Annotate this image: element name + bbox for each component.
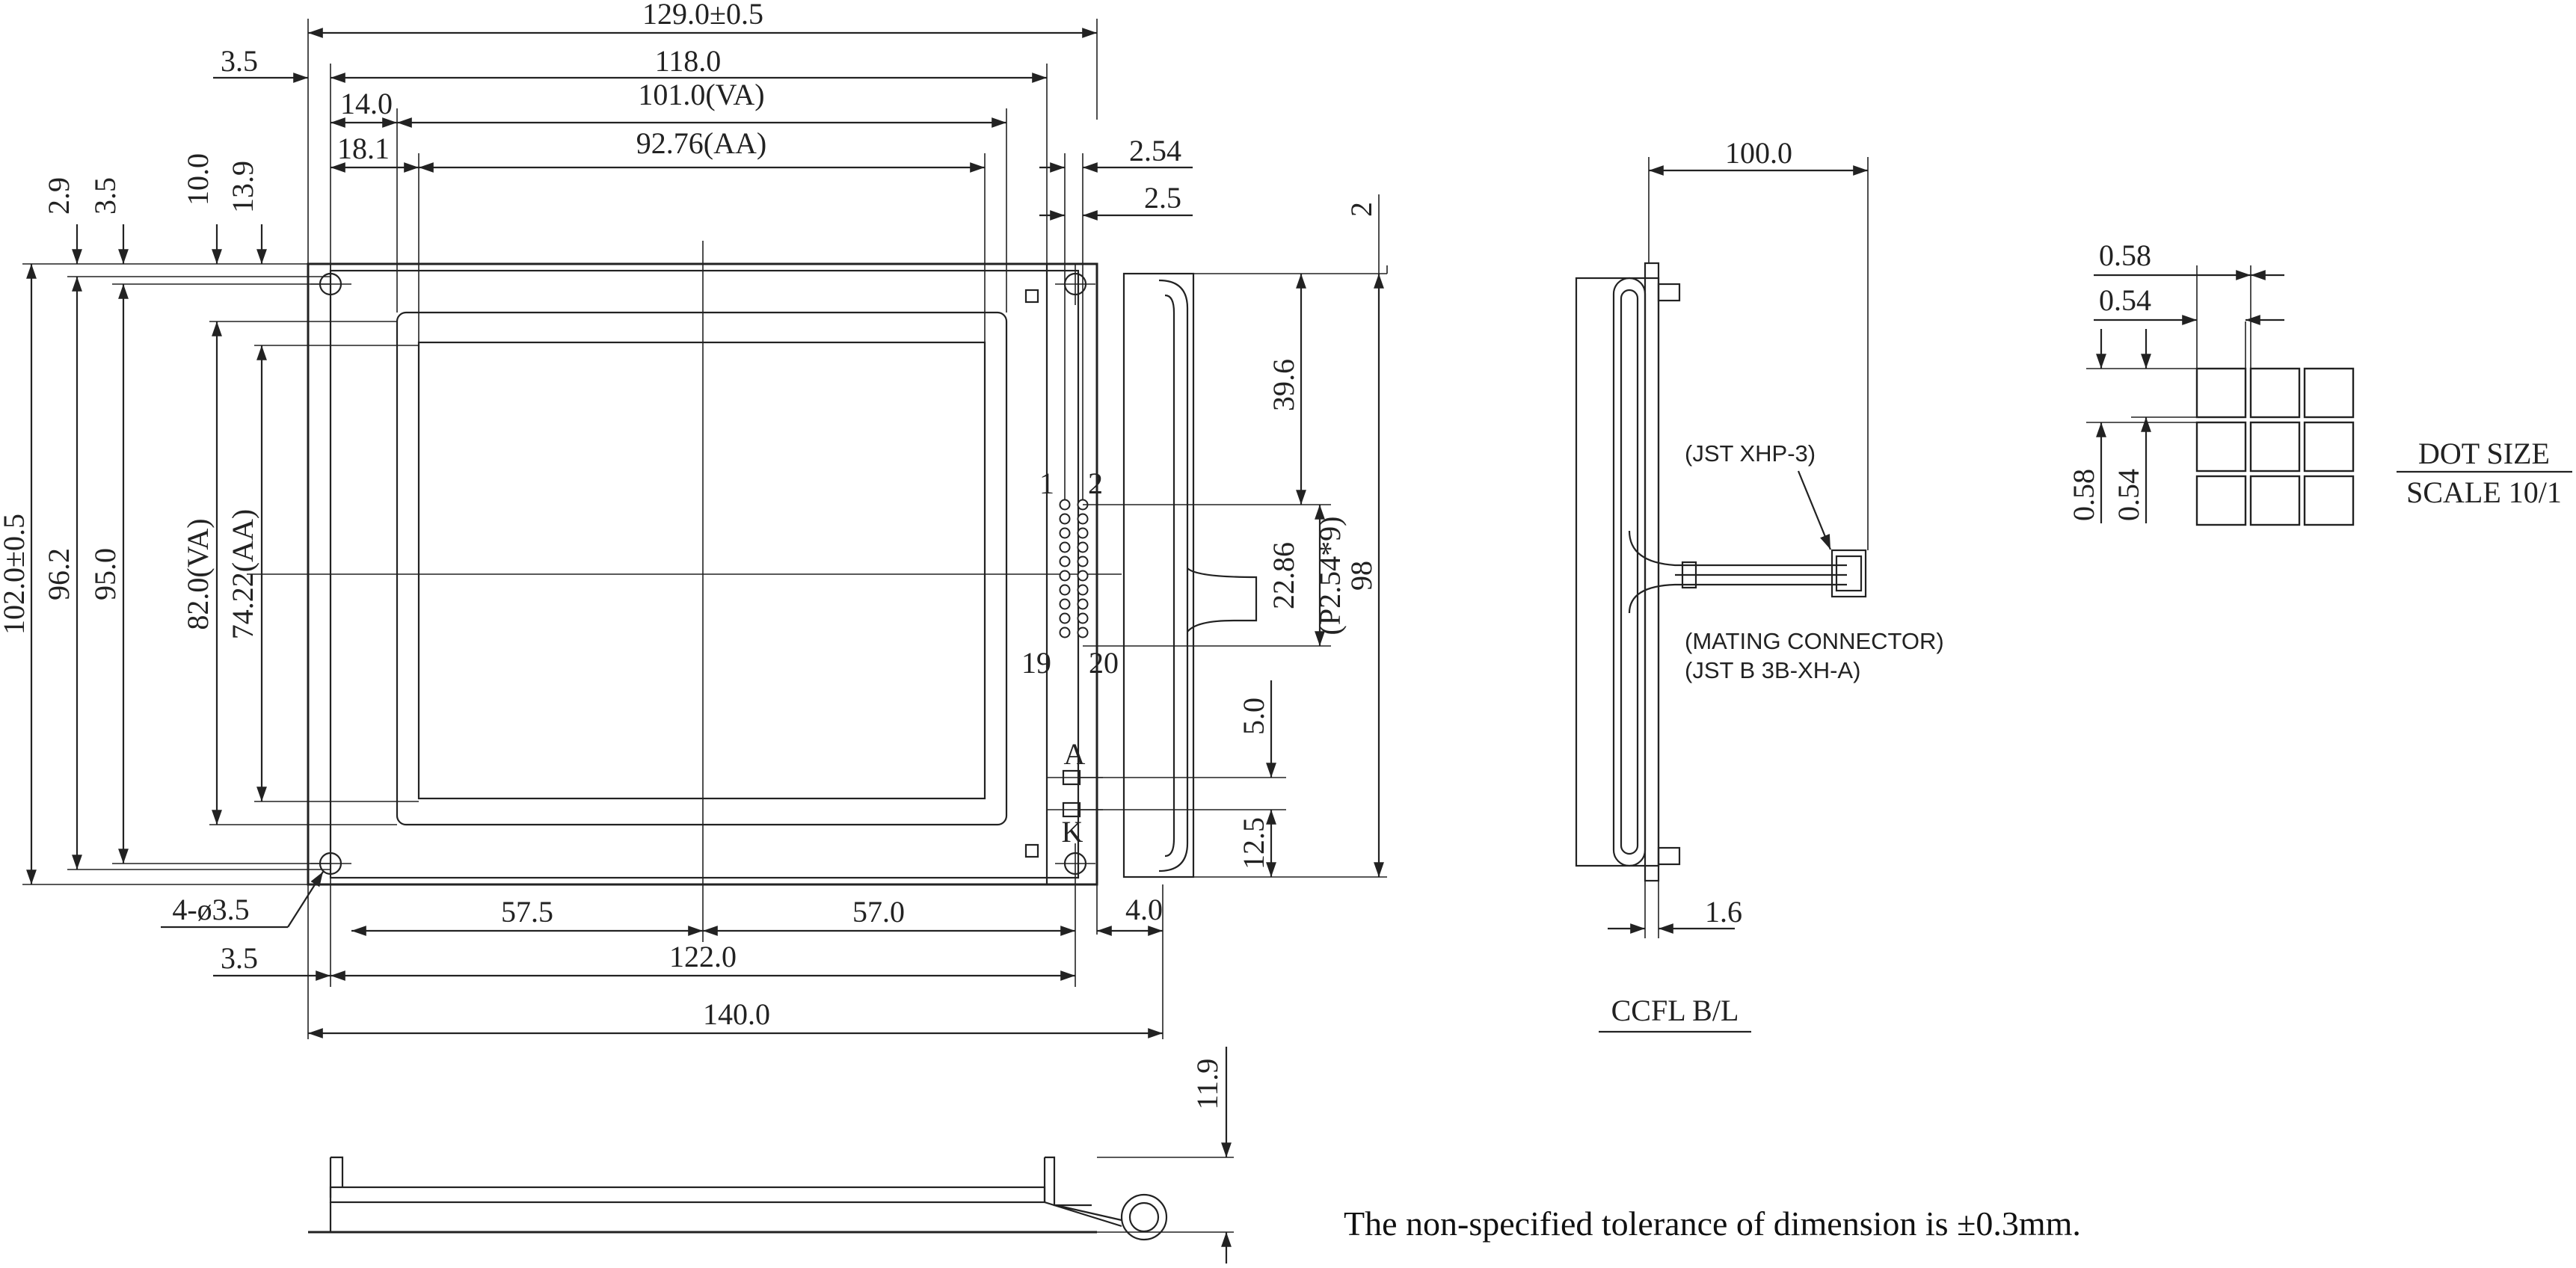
dim-va-width: 101.0(VA) xyxy=(638,78,764,111)
dot-scale-label: SCALE 10/1 xyxy=(2406,476,2562,509)
dim-hole-diameter: 4-ø3.5 xyxy=(172,893,249,926)
pin-label-20: 20 xyxy=(1089,646,1119,680)
dim-pin-pitch-a: 2.54 xyxy=(1129,134,1181,167)
dim-top-2: 2 xyxy=(1344,202,1378,217)
connector-label: (JST XHP-3) xyxy=(1685,440,1816,467)
side-view: 11.9 xyxy=(308,1047,1234,1264)
ccfl-title: CCFL B/L xyxy=(1611,994,1739,1027)
dim-offset-139: 13.9 xyxy=(226,161,259,213)
dim-pitch-note: (P2.54*9) xyxy=(1313,517,1347,635)
mounting-hole-br xyxy=(1055,843,1095,884)
dim-total-width: 140.0 xyxy=(703,997,770,1031)
dim-right-offset: 4.0 xyxy=(1125,893,1163,926)
dim-hole-offset: 3.5 xyxy=(221,941,258,975)
dim-va-offset: 14.0 xyxy=(340,87,393,120)
side-lamp-outer xyxy=(1120,1193,1168,1241)
cathode-label: K xyxy=(1062,815,1083,849)
pin-label-2: 2 xyxy=(1088,467,1103,500)
corner-mark-br xyxy=(1024,843,1039,858)
front-view: 129.0±0.5 3.5 118.0 14.0 101.0(VA) 18.1 … xyxy=(0,0,1193,1039)
anode-label: A xyxy=(1064,737,1086,771)
dim-height-95: 95.0 xyxy=(88,548,122,600)
dim-overall-height: 102.0±0.5 xyxy=(0,514,31,635)
pin-label-19: 19 xyxy=(1021,646,1051,680)
backlight-housing xyxy=(1122,272,1195,878)
dim-aa-height: 74.22(AA) xyxy=(226,509,259,639)
pin-label-1: 1 xyxy=(1039,467,1054,500)
dim-right-half: 57.0 xyxy=(852,895,905,929)
side-lamp-inner xyxy=(1128,1201,1160,1233)
backlight-profile: 2 39.6 22.86 (P2.54*9) 98 5.0 12.5 xyxy=(1080,194,1388,878)
dim-39-6: 39.6 xyxy=(1267,359,1300,411)
dim-height-96: 96.2 xyxy=(42,548,76,600)
mating-connector-part: (JST B 3B-XH-A) xyxy=(1685,657,1860,683)
dim-module-height: 11.9 xyxy=(1190,1059,1224,1110)
ccfl-flange xyxy=(1644,262,1660,882)
active-area xyxy=(417,341,986,800)
dim-offset-29: 2.9 xyxy=(42,177,76,215)
dim-left-half: 57.5 xyxy=(501,895,553,929)
dim-dot-pitch-h: 0.58 xyxy=(2067,469,2100,521)
dim-22-86: 22.86 xyxy=(1267,542,1300,609)
viewing-area xyxy=(396,311,1008,826)
tolerance-note: The non-specified tolerance of dimension… xyxy=(1344,1204,2081,1243)
dim-ccfl-thickness: 1.6 xyxy=(1705,895,1742,929)
dim-offset-100: 10.0 xyxy=(181,153,215,206)
dim-va-height: 82.0(VA) xyxy=(181,518,215,630)
dim-aa-width: 92.76(AA) xyxy=(636,126,766,160)
cable-sleeve xyxy=(1681,561,1697,589)
dim-hole-span: 122.0 xyxy=(669,940,737,973)
jst-connector xyxy=(1830,549,1867,598)
dim-left-offset: 3.5 xyxy=(221,44,258,78)
dim-dot-width: 0.54 xyxy=(2099,283,2151,317)
dim-pcb-width: 118.0 xyxy=(655,44,722,78)
ccfl-lamp-outer xyxy=(1612,277,1647,867)
dim-12-5: 12.5 xyxy=(1237,817,1270,870)
dim-overall-width: 129.0±0.5 xyxy=(642,0,763,31)
ccfl-lamp-inner xyxy=(1620,289,1639,855)
dim-dot-pitch-w: 0.58 xyxy=(2099,238,2151,272)
dim-ccfl-length: 100.0 xyxy=(1725,136,1792,170)
dim-aa-offset: 18.1 xyxy=(337,132,390,165)
ccfl-housing xyxy=(1575,277,1660,867)
side-view-body xyxy=(329,1186,1046,1204)
dot-size-label: DOT SIZE xyxy=(2418,437,2550,470)
dot-size-detail: 0.58 0.54 0.58 0.54 DOT SIZE SCALE 10/1 xyxy=(2067,238,2572,526)
pin-header xyxy=(1059,499,1089,638)
dim-98: 98 xyxy=(1344,561,1378,591)
ccfl-view: 100.0 (JST XHP-3) (MATING CONNECTOR) (JS… xyxy=(1575,136,1944,1033)
corner-mark-tr xyxy=(1024,289,1039,304)
dim-pin-pitch-b: 2.5 xyxy=(1144,181,1181,215)
dim-offset-35: 3.5 xyxy=(88,177,122,215)
mating-connector-label: (MATING CONNECTOR) xyxy=(1685,628,1944,654)
dim-5-0: 5.0 xyxy=(1237,698,1270,735)
dim-dot-height: 0.54 xyxy=(2112,469,2145,521)
